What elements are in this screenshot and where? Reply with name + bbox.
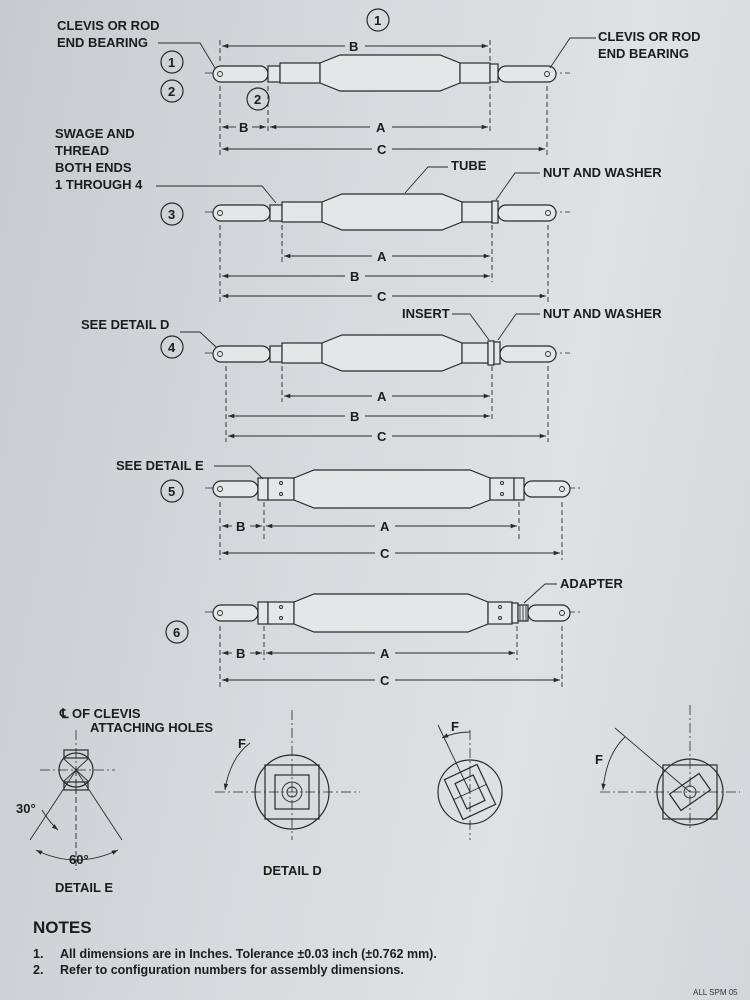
- label-tube: TUBE: [451, 158, 487, 173]
- label-nut-washer-4: NUT AND WASHER: [543, 306, 662, 321]
- detail-e-view: [29, 730, 123, 870]
- rod-assembly-config-3: [205, 193, 570, 302]
- svg-text:1: 1: [374, 13, 381, 28]
- rod-assembly-config-5: [205, 469, 580, 560]
- rod-assembly-config-1-2: [205, 40, 570, 155]
- label-swage-2: THREAD: [55, 143, 109, 158]
- label-clevis-left-1: CLEVIS OR ROD: [57, 18, 160, 33]
- notes-section: NOTES 1. All dimensions are in Inches. T…: [33, 918, 437, 978]
- label-clevis-right-1: CLEVIS OR ROD: [598, 29, 701, 44]
- rod-assembly-config-4: [205, 334, 570, 442]
- label-detail-e: DETAIL E: [55, 880, 113, 895]
- config-number-1: 1: [160, 50, 184, 74]
- dim-f-view3: F: [595, 752, 603, 767]
- notes-title: NOTES: [33, 918, 92, 937]
- label-swage-4: 1 THROUGH 4: [55, 177, 143, 192]
- dim-f-view1: F: [238, 736, 246, 751]
- dim-a-config5: A: [380, 519, 390, 534]
- angle-60: 60°: [69, 852, 89, 867]
- dim-c-config5: C: [380, 546, 390, 561]
- svg-text:3: 3: [168, 207, 175, 222]
- label-detail-d: DETAIL D: [263, 863, 322, 878]
- detail-d-view-3: [600, 705, 740, 830]
- config-number-6: 6: [165, 620, 189, 644]
- note-2: 2. Refer to configuration numbers for as…: [33, 963, 404, 977]
- label-swage-1: SWAGE AND: [55, 126, 135, 141]
- label-see-detail-d: SEE DETAIL D: [81, 317, 169, 332]
- label-nut-washer-3: NUT AND WASHER: [543, 165, 662, 180]
- svg-text:4: 4: [168, 340, 176, 355]
- label-cl-clevis-2: ATTACHING HOLES: [90, 720, 213, 735]
- dim-c-config4: C: [377, 429, 387, 444]
- dim-b-config3: B: [350, 269, 359, 284]
- label-see-detail-e: SEE DETAIL E: [116, 458, 204, 473]
- dim-b-config1: B: [239, 120, 248, 135]
- label-clevis-right-2: END BEARING: [598, 46, 689, 61]
- config-number-4: 4: [160, 335, 184, 359]
- dim-b-config5: B: [236, 519, 245, 534]
- dim-a-config4: A: [377, 389, 387, 404]
- label-insert: INSERT: [402, 306, 450, 321]
- detail-d-view-1: [215, 710, 360, 840]
- dim-b-config4: B: [350, 409, 359, 424]
- label-swage-3: BOTH ENDS: [55, 160, 132, 175]
- dim-f-view2: F: [451, 719, 459, 734]
- config-number-1-top: 1: [366, 8, 390, 32]
- svg-text:2: 2: [254, 92, 261, 107]
- config-number-2: 2: [160, 79, 184, 103]
- page-footer: ALL SPM 05: [693, 988, 738, 997]
- svg-text:5: 5: [168, 484, 175, 499]
- dim-c-config3: C: [377, 289, 387, 304]
- dim-a-config1: A: [376, 120, 386, 135]
- config-number-5: 5: [160, 479, 184, 503]
- angle-30: 30°: [16, 801, 36, 816]
- dim-a-config6: A: [380, 646, 390, 661]
- detail-d-view-2: [437, 724, 503, 840]
- config-number-3: 3: [160, 202, 184, 226]
- svg-text:6: 6: [173, 625, 180, 640]
- dim-b-top: B: [349, 39, 358, 54]
- label-cl-clevis-1: ℄ OF CLEVIS: [59, 706, 141, 721]
- label-adapter: ADAPTER: [560, 576, 623, 591]
- svg-text:2: 2: [168, 84, 175, 99]
- config-number-2-callout: 2: [246, 87, 270, 111]
- svg-text:1: 1: [168, 55, 175, 70]
- rod-assembly-config-6: [205, 593, 580, 688]
- note-1: 1. All dimensions are in Inches. Toleran…: [33, 947, 437, 961]
- label-clevis-left-2: END BEARING: [57, 35, 148, 50]
- dim-a-config3: A: [377, 249, 387, 264]
- dim-c-config6: C: [380, 673, 390, 688]
- dim-c-config1: C: [377, 142, 387, 157]
- dim-b-config6: B: [236, 646, 245, 661]
